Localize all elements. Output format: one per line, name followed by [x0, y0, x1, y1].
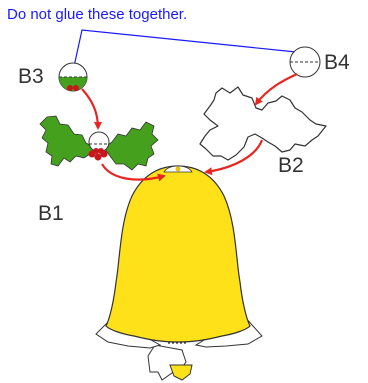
arrow-b4-to-bow: [254, 73, 298, 106]
label-b4: B4: [324, 51, 350, 74]
connector-line: [72, 29, 306, 72]
bow-outline-icon: [199, 86, 327, 161]
arrow-holly-to-bell: [101, 163, 166, 182]
arrow-bow-to-bell: [204, 139, 264, 176]
label-b3: B3: [18, 65, 44, 88]
berry-icon: [88, 148, 108, 161]
do-not-glue-note: Do not glue these together.: [7, 6, 187, 23]
holly-piece-icon: [39, 115, 159, 171]
circle-b3-icon: [58, 62, 88, 92]
bell-icon: [95, 165, 263, 381]
circle-b4-icon: [289, 46, 321, 78]
arrow-b3-to-holly: [81, 88, 102, 130]
label-b2: B2: [278, 154, 304, 177]
label-b1: B1: [38, 202, 64, 225]
